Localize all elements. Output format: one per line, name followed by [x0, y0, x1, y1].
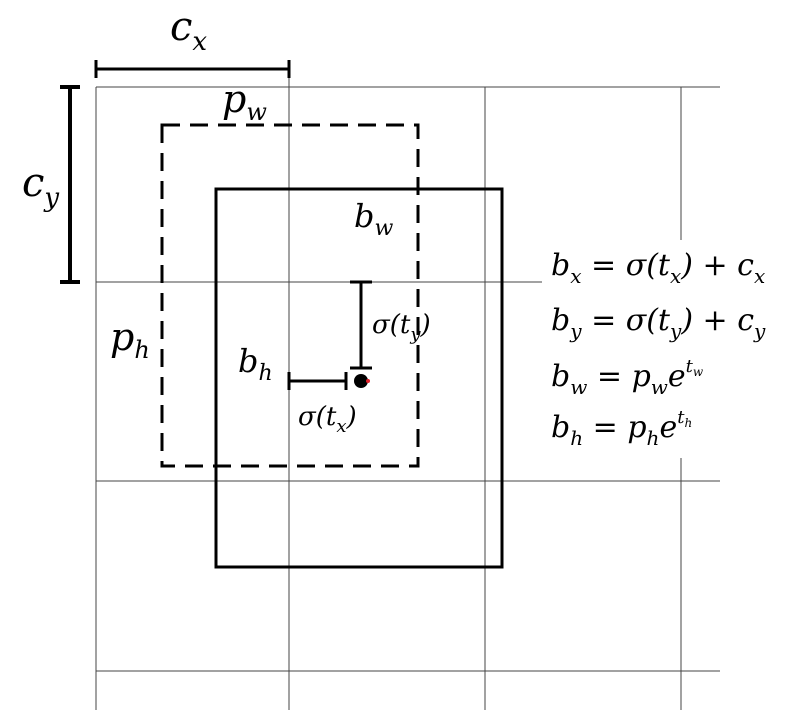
label-cx: cx	[170, 4, 207, 57]
label-pw: pw	[222, 77, 267, 126]
cx-dimension-bar	[94, 60, 291, 78]
formula-background	[542, 240, 782, 458]
equation-bw: bw = pwetw	[551, 356, 704, 399]
label-ph: ph	[110, 315, 150, 364]
equation-by: by = σ(ty) + cy	[551, 303, 766, 343]
label-cy: cy	[22, 160, 59, 213]
equation-bx: bx = σ(tx) + cx	[551, 248, 765, 288]
prior-box-dashed	[160, 123, 420, 468]
sigma-ty-offset-bar	[350, 280, 372, 370]
cy-dimension-bar	[60, 85, 80, 284]
label-bw: bw	[354, 197, 393, 241]
center-point	[354, 374, 368, 388]
label-bh: bh	[238, 342, 273, 386]
predicted-box	[214, 187, 504, 569]
equations: bx = σ(tx) + cx by = σ(ty) + cy bw = pwe…	[551, 248, 766, 450]
sigma-tx-offset-bar	[287, 372, 348, 390]
label-sigma-tx: σ(tx)	[298, 402, 357, 437]
center-point-accent	[366, 379, 370, 383]
equation-bh: bh = pheth	[551, 407, 692, 450]
label-sigma-ty: σ(ty)	[372, 310, 431, 345]
